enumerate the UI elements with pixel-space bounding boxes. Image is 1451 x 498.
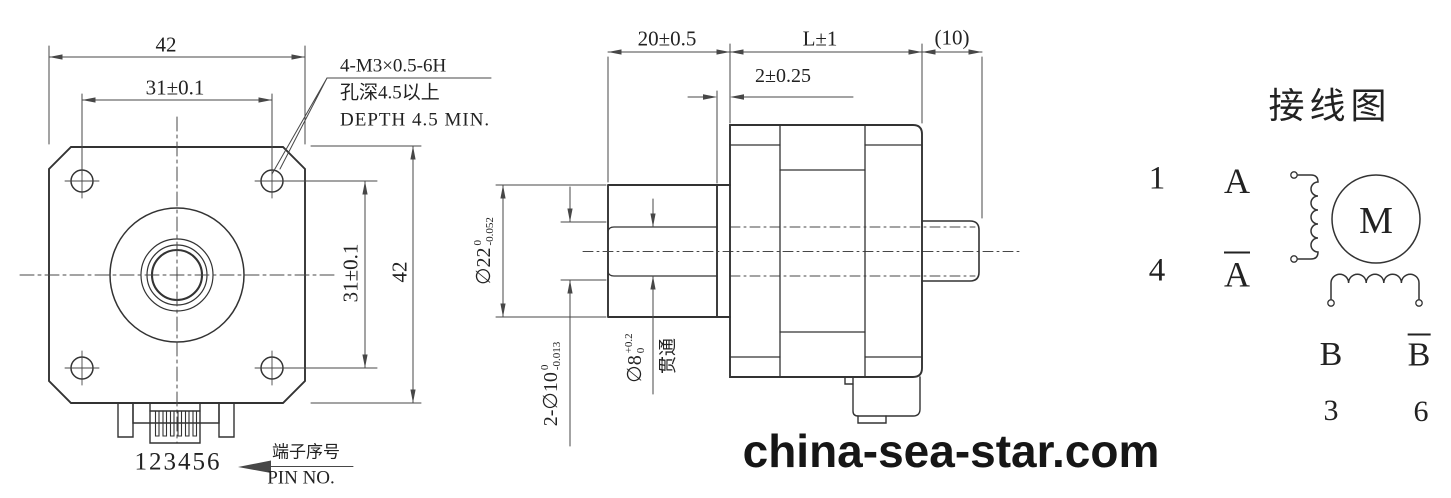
dim-body-length: L±1 — [802, 26, 838, 51]
side-view-linework — [495, 43, 1021, 447]
dim-bore-diameter: ∅8 +0.2 0 — [623, 333, 647, 382]
dim-overall-width-top: 42 — [155, 32, 177, 57]
pin-label-en: PIN NO. — [267, 467, 335, 489]
dim-bearing-diameter-upper-tol: 0 — [538, 364, 551, 371]
watermark: china-sea-star.com — [742, 425, 1160, 477]
dim-boss-diameter-upper-tol: 0 — [471, 240, 484, 246]
dim-boss-diameter: ∅22 0 -0.052 — [472, 217, 496, 285]
wiring-phase-a-bar: A — [1224, 251, 1250, 293]
wiring-pin-1: 1 — [1148, 160, 1166, 197]
coil-phase-a — [1297, 174, 1319, 260]
front-view-linework — [19, 45, 492, 473]
wiring-diagram-linework — [1290, 171, 1423, 307]
wiring-phase-a: A — [1224, 161, 1250, 201]
coil-phase-b — [1330, 273, 1420, 300]
wiring-phase-b-bar: B — [1407, 333, 1431, 373]
terminal-6 — [1415, 299, 1423, 307]
thread-note-line2: 孔深4.5以上 — [340, 82, 440, 104]
dim-bearing-diameter-lower-tol: -0.013 — [551, 341, 563, 371]
wiring-phase-b: B — [1319, 336, 1343, 373]
terminal-4 — [1290, 255, 1298, 263]
dim-boss-length: 20±0.5 — [637, 26, 697, 51]
wiring-diagram-title: 接线图 — [1268, 86, 1392, 126]
pin-numbers: 123456 — [134, 448, 222, 476]
dim-bore-diameter-value: ∅8 — [624, 355, 646, 383]
dim-boss-diameter-lower-tol: -0.052 — [484, 217, 496, 246]
dim-bore-diameter-lower-tol: 0 — [635, 347, 647, 354]
dim-bearing-diameter: 2-∅10 0 -0.013 — [539, 342, 563, 427]
dim-boss-diameter-value: ∅22 — [473, 247, 495, 285]
motor-circle — [1331, 174, 1421, 264]
dim-overall-height-right: 42 — [387, 261, 412, 283]
thread-note-line3: DEPTH 4.5 MIN. — [340, 109, 491, 131]
wiring-motor-label: M — [1359, 200, 1393, 242]
terminal-3 — [1327, 299, 1335, 307]
wiring-pin-4: 4 — [1148, 252, 1166, 289]
wiring-pin-3: 3 — [1323, 394, 1339, 427]
dim-rear-shaft-length: (10) — [934, 25, 970, 50]
dim-hole-spacing-right: 31±0.1 — [338, 243, 363, 303]
bore-through-label: 贯通 — [658, 338, 678, 374]
terminal-1 — [1290, 171, 1298, 179]
dim-pilot-thickness: 2±0.25 — [755, 65, 811, 87]
pin-label-cn: 端子序号 — [272, 442, 340, 462]
dim-hole-spacing-top: 31±0.1 — [145, 75, 205, 100]
dim-bore-diameter-upper-tol: +0.2 — [622, 333, 635, 354]
thread-note-line1: 4-M3×0.5-6H — [340, 55, 447, 77]
dim-bearing-diameter-value: 2-∅10 — [540, 372, 562, 427]
wiring-pin-6: 6 — [1413, 395, 1429, 428]
